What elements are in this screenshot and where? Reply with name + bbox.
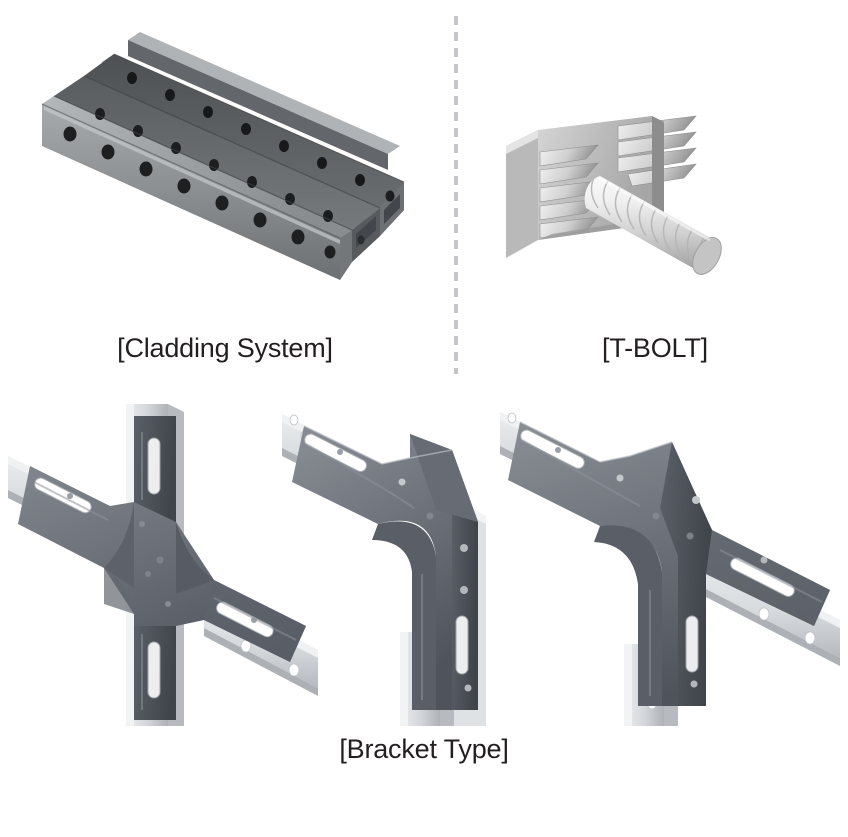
bracket-holes <box>337 449 472 692</box>
bracket-plate <box>508 422 830 706</box>
cladding-perforations-middle <box>95 108 333 222</box>
cladding-perforations-rear <box>127 72 365 186</box>
cladding-channel-profile-icon <box>41 32 405 280</box>
bracket-ribs <box>33 432 297 710</box>
cladding-end-hole <box>357 235 365 245</box>
bracket-type-caption: [Bracket Type] <box>339 734 509 764</box>
cladding-system-figure <box>28 18 428 308</box>
bracket-ribs <box>305 443 423 700</box>
bracket-slot-lower-right <box>730 557 795 597</box>
bracket-ribs <box>521 439 823 696</box>
bracket-slot-stem <box>685 615 699 673</box>
cladding-perforations-front <box>63 126 336 259</box>
t-bolt-shaft <box>584 176 722 275</box>
bracket-slot-upper <box>147 437 161 495</box>
cladding-system-caption: [Cladding System] <box>117 333 333 363</box>
t-bolt-caption: [T-BOLT] <box>602 333 708 363</box>
bracket-holes <box>67 493 257 623</box>
bracket-cross-icon <box>8 404 318 726</box>
bracket-plate <box>18 416 306 720</box>
bracket-holes <box>555 447 768 688</box>
t-bolt-serrated-head-icon <box>506 115 722 275</box>
cladding-end-hole <box>385 190 395 202</box>
bracket-corner-figure <box>282 404 532 726</box>
bracket-corner-icon <box>282 414 486 726</box>
t-bolt-back-flange <box>506 130 538 258</box>
cladding-geometry <box>41 32 405 280</box>
bracket-slot-vertical <box>455 615 469 675</box>
t-bolt-serration-left <box>539 144 599 239</box>
bracket-cross-geometry <box>8 404 318 726</box>
bracket-tee-geometry <box>500 412 840 726</box>
bracket-tee-figure <box>500 404 840 726</box>
t-bolt-geometry <box>506 115 722 275</box>
bracket-cross-figure <box>8 404 318 726</box>
bracket-tee-icon <box>500 412 840 726</box>
bracket-slot-lower-right <box>216 601 274 638</box>
t-bolt-figure <box>500 112 790 297</box>
bracket-corner-geometry <box>282 414 486 726</box>
bracket-plate <box>292 426 478 710</box>
vertical-dashed-divider <box>454 16 458 374</box>
bracket-slot-lower <box>147 641 161 699</box>
